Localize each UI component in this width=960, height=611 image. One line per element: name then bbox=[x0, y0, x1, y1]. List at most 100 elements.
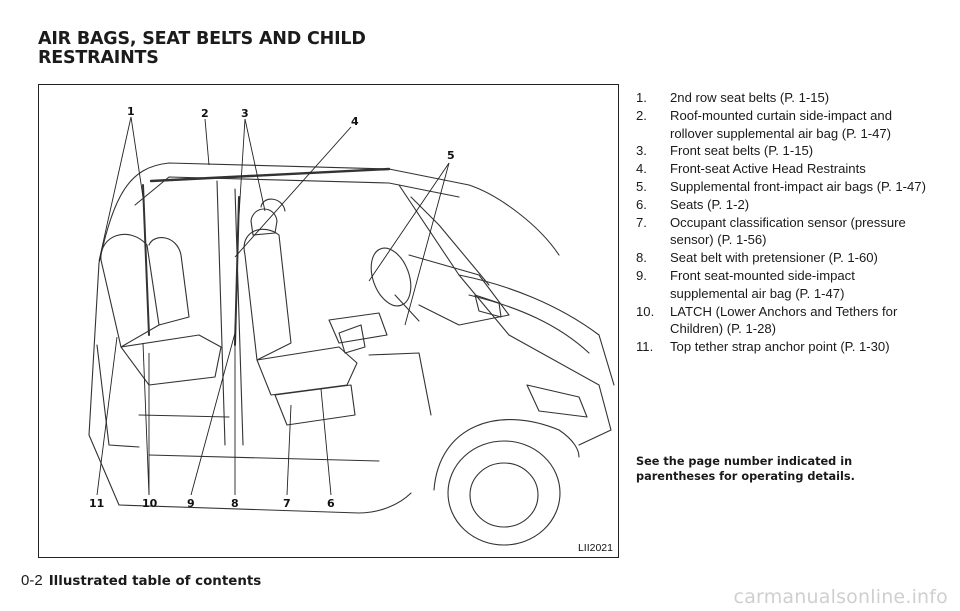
page-footer: 0-2 Illustrated table of contents bbox=[21, 572, 261, 589]
legend-item: 5. Supplemental front-impact air bags (P.… bbox=[636, 178, 936, 196]
legend-number: 4. bbox=[636, 161, 647, 177]
legend-number: 7. bbox=[636, 214, 647, 230]
watermark: carmanualsonline.info bbox=[733, 586, 948, 608]
headlight bbox=[526, 384, 588, 418]
dash-vent bbox=[474, 294, 502, 318]
rear-seat-belt bbox=[142, 184, 150, 336]
leader-5a bbox=[368, 162, 450, 282]
door-lower-line bbox=[148, 454, 380, 462]
callout-10: 10 bbox=[142, 497, 158, 510]
legend-item: 11. Top tether strap anchor point (P. 1-3… bbox=[636, 338, 936, 356]
windshield-edge bbox=[410, 196, 490, 286]
front-wheel bbox=[447, 440, 561, 546]
legend-number: 11. bbox=[636, 339, 654, 355]
front-seat-belt bbox=[234, 196, 240, 346]
operating-details-note: See the page number indicated in parenth… bbox=[636, 455, 855, 483]
hood-line bbox=[458, 274, 615, 386]
rocker-panel bbox=[118, 492, 412, 514]
legend-text: Top tether strap anchor point (P. 1-30) bbox=[670, 339, 890, 355]
b-pillar bbox=[216, 180, 226, 446]
legend-item: 10.LATCH (Lower Anchors and Tethers for … bbox=[636, 303, 936, 339]
legend-text: Roof-mounted curtain side-impact and rol… bbox=[670, 107, 892, 141]
legend-item: 6. Seats (P. 1-2) bbox=[636, 196, 936, 214]
rear-seat-back-2 bbox=[148, 237, 190, 326]
legend-number: 10. bbox=[636, 303, 655, 319]
leader-1b bbox=[130, 116, 144, 198]
fender-front bbox=[508, 334, 612, 446]
curtain-airbag-rail bbox=[149, 167, 391, 183]
callout-5: 5 bbox=[447, 149, 455, 162]
rear-door-panel bbox=[96, 344, 140, 448]
legend-text: Occupant classification sensor (pressure… bbox=[670, 214, 906, 248]
legend-item: 3. Front seat belts (P. 1-15) bbox=[636, 142, 936, 160]
callout-6: 6 bbox=[327, 497, 335, 510]
callout-11: 11 bbox=[89, 497, 104, 510]
door-sill-line bbox=[138, 414, 230, 418]
dashboard bbox=[408, 254, 510, 326]
leader-6 bbox=[320, 388, 332, 496]
front-seat-back bbox=[243, 228, 292, 361]
leader-3b bbox=[244, 118, 266, 212]
legend-number: 8. bbox=[636, 250, 647, 266]
rear-seat-cushion bbox=[120, 334, 222, 386]
legend-number: 2. bbox=[636, 107, 647, 123]
roof-line bbox=[98, 162, 560, 264]
a-pillar bbox=[398, 184, 510, 336]
legend-text: Supplemental front-impact air bags (P. 1… bbox=[670, 178, 926, 194]
callout-2: 2 bbox=[201, 107, 209, 120]
callout-9: 9 bbox=[187, 497, 195, 510]
legend-number: 3. bbox=[636, 143, 647, 159]
front-door-trim bbox=[368, 352, 432, 416]
front-seat-cushion bbox=[256, 346, 358, 396]
wheel-arch bbox=[433, 419, 580, 491]
legend-item: 2. Roof-mounted curtain side-impact and r… bbox=[636, 107, 936, 143]
callout-4: 4 bbox=[351, 115, 359, 128]
legend-text: Seats (P. 1-2) bbox=[670, 196, 750, 212]
legend-number: 5. bbox=[636, 178, 647, 194]
legend-text: Front seat-mounted side-impact supplemen… bbox=[670, 267, 855, 301]
hood-crease bbox=[468, 294, 590, 354]
steering-column bbox=[394, 294, 420, 322]
footer-title: Illustrated table of contents bbox=[48, 574, 262, 589]
b-pillar-inner bbox=[234, 188, 244, 446]
legend-item: 7. Occupant classification sensor (pressu… bbox=[636, 214, 936, 250]
side-mirror bbox=[338, 324, 366, 354]
callout-8: 8 bbox=[231, 497, 239, 510]
leader-10a bbox=[142, 342, 150, 496]
callout-1: 1 bbox=[127, 105, 135, 118]
legend-number: 6. bbox=[636, 196, 647, 212]
legend-number: 9. bbox=[636, 267, 647, 283]
legend-item: 8. Seat belt with pretensioner (P. 1-60) bbox=[636, 249, 936, 267]
legend-item: 9. Front seat-mounted side-impact supplem… bbox=[636, 267, 936, 303]
center-console bbox=[328, 312, 388, 344]
legend-item: 4. Front-seat Active Head Restraints bbox=[636, 160, 936, 178]
legend-item: 1. 2nd row seat belts (P. 1-15) bbox=[636, 89, 936, 107]
legend-text: 2nd row seat belts (P. 1-15) bbox=[670, 90, 830, 105]
vehicle-illustration: 1 2 3 4 5 6 7 8 9 10 11 LII2021 bbox=[38, 84, 619, 558]
leader-11 bbox=[96, 336, 118, 496]
seat-base bbox=[274, 384, 356, 426]
rear-pillar bbox=[88, 262, 120, 506]
callout-7: 7 bbox=[283, 497, 291, 510]
figure-code: LII2021 bbox=[577, 542, 613, 554]
leader-3a bbox=[238, 118, 246, 216]
front-head-restraint bbox=[250, 208, 278, 236]
section-title: AIR BAGS, SEAT BELTS AND CHILD RESTRAINT… bbox=[38, 30, 366, 68]
leader-9 bbox=[190, 332, 236, 496]
legend-text: Front-seat Active Head Restraints bbox=[670, 161, 866, 177]
section-title-line-2: RESTRAINTS bbox=[38, 48, 159, 68]
front-head-restraint-2 bbox=[260, 198, 286, 212]
legend-text: Seat belt with pretensioner (P. 1-60) bbox=[670, 250, 878, 266]
leader-2 bbox=[204, 118, 210, 166]
page-number: 0-2 bbox=[21, 572, 43, 589]
legend-text: Front seat belts (P. 1-15) bbox=[670, 143, 814, 159]
rear-seat-back bbox=[100, 233, 160, 348]
vehicle-line-drawing: 1 2 3 4 5 6 7 8 9 10 11 bbox=[88, 105, 615, 546]
leader-5b bbox=[404, 162, 450, 326]
leader-4 bbox=[234, 126, 352, 258]
leader-7 bbox=[286, 404, 292, 496]
leader-1a bbox=[98, 116, 132, 262]
legend-number: 1. bbox=[636, 90, 647, 105]
legend-list: 1. 2nd row seat belts (P. 1-15) 2. Roof-mo… bbox=[636, 89, 936, 356]
section-title-line-1: AIR BAGS, SEAT BELTS AND CHILD bbox=[38, 29, 366, 49]
